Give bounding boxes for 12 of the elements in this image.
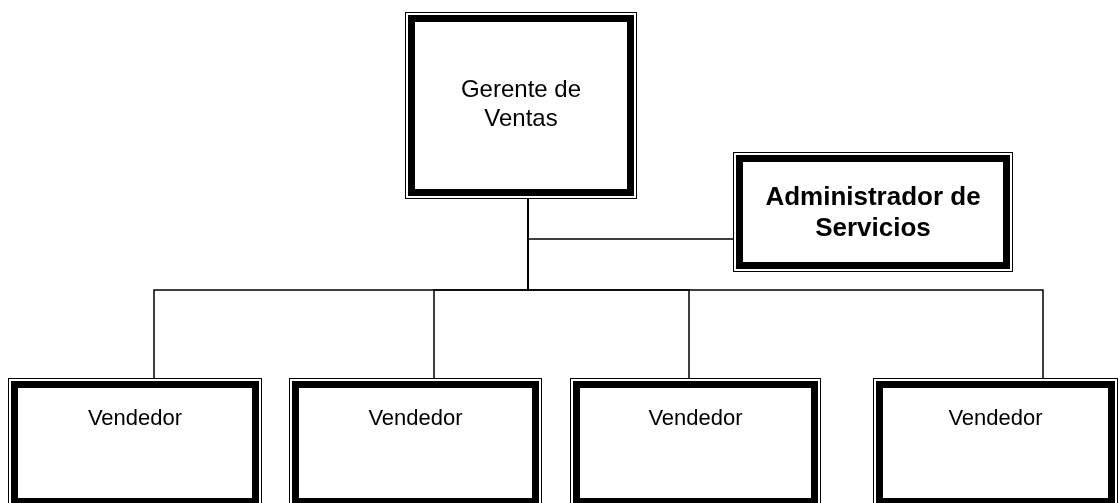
role-title: Vendedor — [648, 405, 743, 432]
org-box — [405, 12, 637, 199]
role-title: Vendedor — [948, 405, 1043, 432]
role-title: Administrador de Servicios — [764, 180, 982, 244]
role-title: Vendedor — [87, 405, 183, 432]
role-title: Gerente de Ventas — [459, 75, 583, 133]
org-box — [733, 152, 1013, 272]
org-box — [570, 378, 821, 503]
org-box — [289, 378, 542, 503]
org-box — [8, 378, 262, 503]
role-title: Vendedor — [368, 405, 463, 432]
org-box — [873, 378, 1118, 503]
